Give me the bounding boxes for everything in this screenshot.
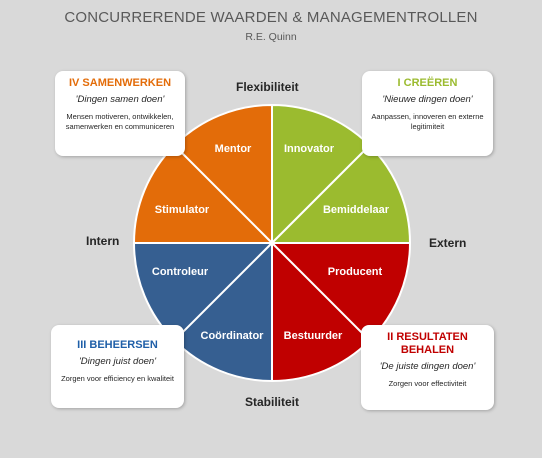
page-subtitle: R.E. Quinn	[245, 31, 297, 43]
role-label-producent: Producent	[328, 266, 383, 278]
quadrant-description: Mensen motiveren, ontwikkelen, samenwerk…	[65, 112, 175, 131]
quadrant-box-creeren: I CREËREN 'Nieuwe dingen doen' Aanpassen…	[362, 71, 493, 156]
axis-label-bottom: Stabiliteit	[245, 395, 300, 409]
page-title: CONCURRERENDE WAARDEN & MANAGEMENTROLLEN	[64, 9, 478, 26]
role-label-bestuurder: Bestuurder	[284, 330, 343, 342]
quadrant-description: Zorgen voor efficiency en kwaliteit	[61, 374, 174, 383]
quadrant-heading: I CREËREN	[397, 77, 458, 89]
axis-label-top: Flexibiliteit	[236, 80, 299, 94]
role-label-stimulator: Stimulator	[155, 204, 210, 216]
quadrant-motto: 'De juiste dingen doen'	[379, 361, 476, 372]
role-label-controleur: Controleur	[152, 266, 209, 278]
quadrant-box-samenwerken: IV SAMENWERKEN 'Dingen samen doen' Mense…	[55, 71, 185, 156]
quadrant-box-resultaten: II RESULTATEN BEHALEN 'De juiste dingen …	[361, 325, 494, 410]
quadrant-box-beheersen: III BEHEERSEN 'Dingen juist doen' Zorgen…	[51, 325, 184, 408]
quadrant-description: Zorgen voor effectiviteit	[388, 379, 467, 388]
quadrant-motto: 'Nieuwe dingen doen'	[382, 94, 473, 105]
quadrant-motto: 'Dingen juist doen'	[78, 356, 157, 367]
role-label-bemiddelaar: Bemiddelaar	[323, 204, 390, 216]
quadrant-heading: III BEHEERSEN	[77, 339, 158, 351]
role-label-coordinator: Coördinator	[201, 330, 265, 342]
role-label-mentor: Mentor	[215, 143, 252, 155]
quadrant-motto: 'Dingen samen doen'	[75, 94, 165, 105]
axis-label-right: Extern	[429, 236, 467, 250]
role-label-innovator: Innovator	[284, 143, 335, 155]
quadrant-heading: IV SAMENWERKEN	[68, 77, 172, 89]
quadrant-heading: II RESULTATEN BEHALEN	[387, 331, 468, 356]
axis-label-left: Intern	[86, 234, 120, 248]
quadrant-description: Aanpassen, innoveren en externe legitimi…	[371, 112, 484, 131]
